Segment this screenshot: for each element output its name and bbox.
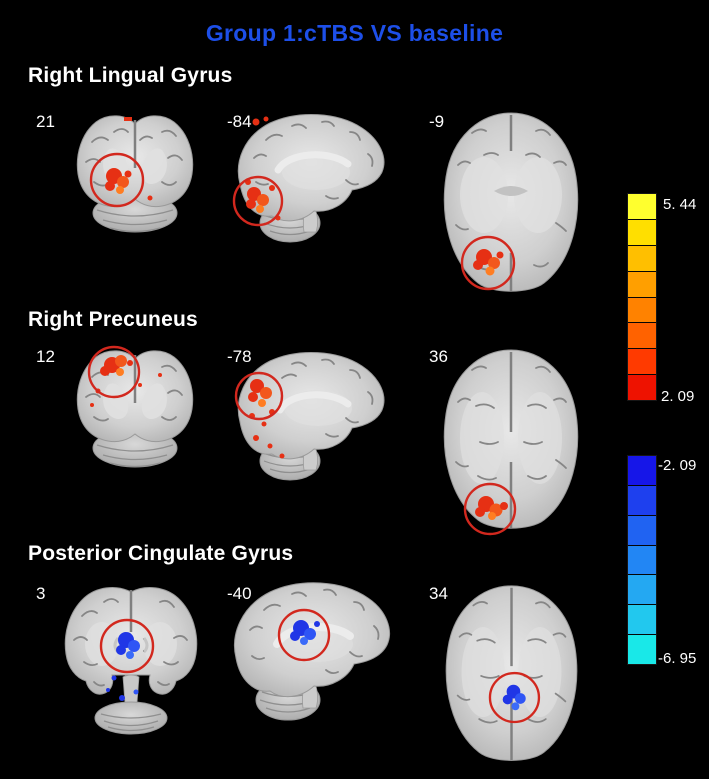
sulci-lines xyxy=(249,588,380,675)
section-label-right-precuneus: Right Precuneus xyxy=(28,308,198,331)
slice-coord-pcc-coronal: 3 xyxy=(36,584,46,603)
colorbar-positive-min-label: 2. 09 xyxy=(661,388,695,405)
roi-circle xyxy=(232,175,284,227)
slice-coord-pcc-sagittal: -40 xyxy=(227,584,252,603)
brain-slice-pcc-axial xyxy=(426,578,598,770)
sulci-lines xyxy=(281,358,374,438)
roi-circle xyxy=(460,235,516,291)
sulci-lines xyxy=(456,601,567,724)
colorbar-negative xyxy=(627,455,657,665)
sulci-lines xyxy=(253,120,374,200)
white-matter xyxy=(514,157,562,233)
central-structures xyxy=(494,186,528,196)
brain-slice-svg xyxy=(76,115,194,233)
slice-coord-precuneus-axial: 36 xyxy=(429,347,448,366)
activation-cluster-negative xyxy=(106,632,140,701)
brain-slice-lingual-coronal xyxy=(70,110,200,236)
brain-slice-svg xyxy=(443,349,579,536)
slice-coord-lingual-axial: -9 xyxy=(429,112,445,131)
slice-coord-lingual-coronal: 21 xyxy=(36,112,55,131)
white-matter xyxy=(141,148,167,185)
brain-slice-lingual-sagittal xyxy=(226,110,391,250)
slice-coord-pcc-axial: 34 xyxy=(429,584,448,603)
roi-circle xyxy=(463,482,517,536)
white-matter xyxy=(103,383,129,420)
corpus-callosum xyxy=(276,391,352,414)
section-label-right-lingual-gyrus: Right Lingual Gyrus xyxy=(28,64,233,87)
white-matter xyxy=(460,392,504,484)
colorbar-positive xyxy=(627,193,657,401)
colorbar-negative-max-label: -2. 09 xyxy=(658,457,697,474)
brain-slice-precuneus-coronal xyxy=(70,345,200,471)
section-label-posterior-cingulate-gyrus: Posterior Cingulate Gyrus xyxy=(28,542,294,565)
roi-circle xyxy=(87,345,141,399)
cerebellum-striations xyxy=(96,209,174,233)
roi-circle xyxy=(488,671,541,724)
activation-cluster-positive xyxy=(475,496,508,520)
white-matter xyxy=(461,626,505,718)
brain-slice-svg xyxy=(443,112,579,292)
brain-slice-precuneus-sagittal xyxy=(226,348,391,488)
roi-circle xyxy=(89,152,145,208)
brain-slice-svg xyxy=(445,585,578,761)
brain-outline xyxy=(443,112,579,292)
corpus-callosum xyxy=(273,623,354,648)
brain-slice-svg xyxy=(234,582,391,721)
slice-coord-precuneus-sagittal: -78 xyxy=(227,347,252,366)
roi-circle xyxy=(277,608,331,662)
white-matter xyxy=(141,383,167,420)
figure-title: Group 1:cTBS VS baseline xyxy=(205,20,504,46)
brain-slice-precuneus-axial xyxy=(424,342,599,538)
brain-slice-pcc-coronal xyxy=(56,582,206,740)
slice-coord-lingual-sagittal: -84 xyxy=(227,112,252,131)
white-matter xyxy=(518,392,562,484)
activation-cluster-negative xyxy=(502,684,526,711)
roi-circle xyxy=(99,618,155,674)
brain-slice-lingual-axial xyxy=(424,105,599,301)
brain-slice-svg xyxy=(64,586,198,735)
sulci-lines xyxy=(455,365,567,481)
white-matter xyxy=(460,157,508,233)
cerebellum-striations xyxy=(100,713,162,732)
brain-slice-svg xyxy=(232,114,385,243)
roi-circle xyxy=(234,371,284,421)
brain-slice-svg xyxy=(76,345,194,468)
colorbar-positive-max-label: 5. 44 xyxy=(663,196,697,213)
activation-cluster-negative xyxy=(290,620,320,645)
activation-cluster-positive xyxy=(473,249,504,276)
slice-coord-precuneus-coronal: 12 xyxy=(36,347,55,366)
activation-cluster-positive xyxy=(245,116,281,221)
colorbar-negative-min-label: -6. 95 xyxy=(658,650,697,667)
sulci-lines xyxy=(73,598,188,687)
activation-cluster-positive xyxy=(105,117,153,201)
white-matter xyxy=(518,626,562,718)
sulci-lines xyxy=(455,128,567,271)
cerebellum-striations xyxy=(96,444,174,468)
corpus-callosum xyxy=(274,151,352,174)
white-matter xyxy=(282,154,350,190)
brain-slice-svg xyxy=(234,352,385,481)
brain-slice-pcc-sagittal xyxy=(222,578,397,736)
